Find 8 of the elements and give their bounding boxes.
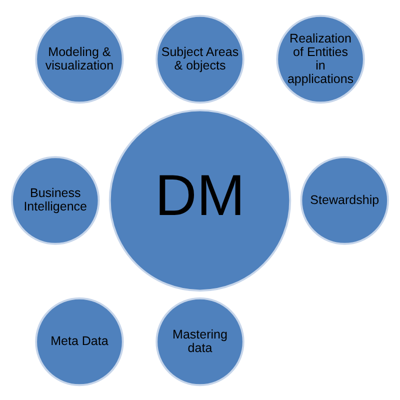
node-circle: Modeling & visualization — [35, 14, 124, 104]
node-circle: Mastering data — [156, 296, 244, 386]
node-circle: Meta Data — [35, 296, 124, 386]
node-circle: Realization of Entities in applications — [276, 14, 365, 104]
node-circle: Subject Areas & objects — [156, 14, 244, 104]
node-circle: Business Intelligence — [11, 156, 100, 244]
node-circle: Stewardship — [300, 156, 389, 244]
node-circle: DM — [108, 108, 292, 292]
